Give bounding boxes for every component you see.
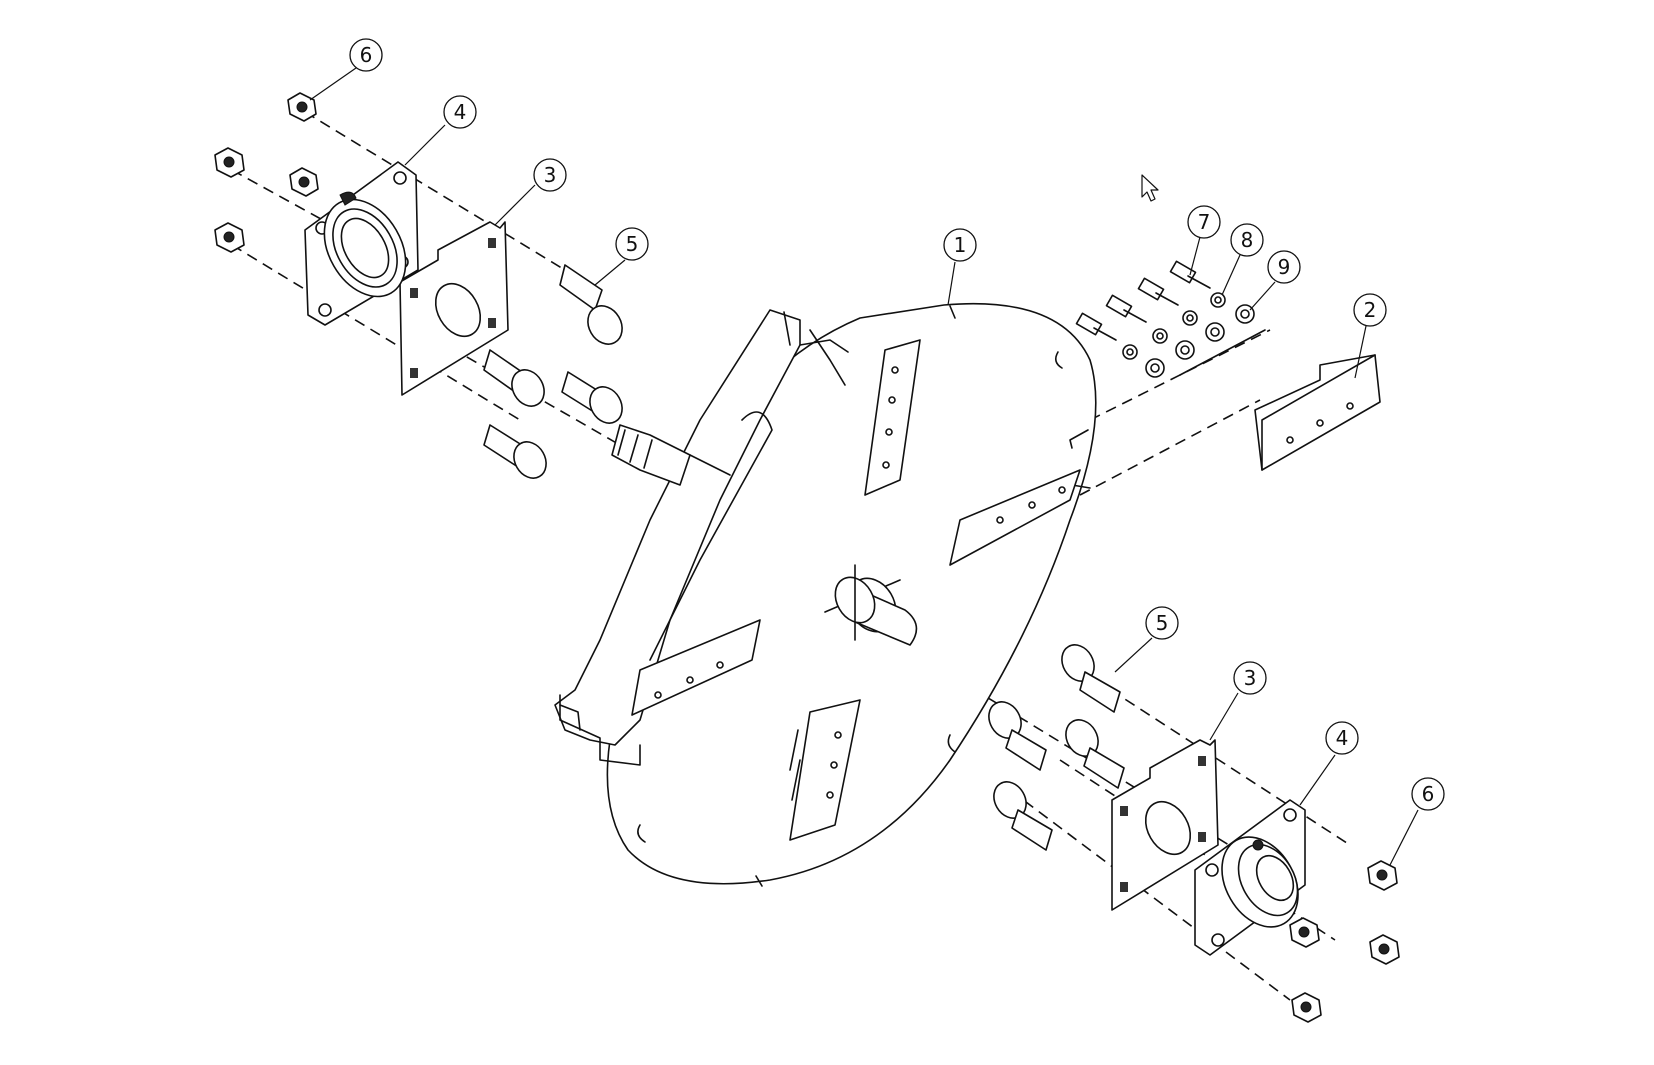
blade-bracket-bottom xyxy=(789,699,861,841)
svg-text:3: 3 xyxy=(544,163,557,187)
nut-top-b xyxy=(214,147,245,178)
spline-shaft xyxy=(611,424,731,486)
flange-bearing-bottom xyxy=(1194,799,1306,956)
svg-text:9: 9 xyxy=(1278,255,1291,279)
mouse-pointer-icon xyxy=(1141,174,1159,202)
svg-text:5: 5 xyxy=(626,232,639,256)
nut-bottom-b xyxy=(1289,917,1320,948)
blade-bracket-right xyxy=(949,469,1081,566)
balloon-3-top: 3 xyxy=(533,158,567,192)
blade-bolt-3 xyxy=(1137,277,1179,306)
blade-bolt-2 xyxy=(1105,294,1147,323)
mounting-plate-top xyxy=(399,221,509,396)
svg-text:7: 7 xyxy=(1198,210,1211,234)
bolt-group-bottom xyxy=(988,644,1125,851)
svg-text:1: 1 xyxy=(954,233,967,257)
nut-bottom-c xyxy=(1369,934,1400,965)
nut-top-c xyxy=(289,167,319,197)
balloon-6-top: 6 xyxy=(349,38,383,72)
blade-bolt-1 xyxy=(1075,312,1117,341)
bolt-top-a xyxy=(559,264,623,345)
svg-text:6: 6 xyxy=(1422,782,1435,806)
blade-lock-washers xyxy=(1145,304,1255,378)
bolt-top-b xyxy=(483,349,545,407)
nut-top-a xyxy=(287,92,317,122)
svg-text:2: 2 xyxy=(1364,298,1377,322)
svg-text:3: 3 xyxy=(1244,666,1257,690)
bolt-bottom-d xyxy=(993,781,1053,851)
balloon-7: 7 xyxy=(1187,205,1221,239)
blade-bracket-top xyxy=(864,339,921,496)
svg-text:8: 8 xyxy=(1241,228,1254,252)
nut-group-bottom xyxy=(1289,860,1400,1023)
nut-group-top xyxy=(214,92,319,253)
balloon-5-bottom: 5 xyxy=(1145,606,1179,640)
balloon-8: 8 xyxy=(1230,223,1264,257)
bolt-top-c xyxy=(561,371,623,424)
balloon-9: 9 xyxy=(1267,250,1301,284)
bolt-bottom-c xyxy=(1065,719,1125,789)
bolt-bottom-a xyxy=(1061,644,1121,713)
svg-text:6: 6 xyxy=(360,43,373,67)
svg-text:5: 5 xyxy=(1156,611,1169,635)
bolt-group-top xyxy=(483,264,623,479)
svg-text:4: 4 xyxy=(1336,726,1349,750)
balloon-5-top: 5 xyxy=(615,227,649,261)
svg-text:4: 4 xyxy=(454,100,467,124)
blade xyxy=(1254,354,1381,471)
bolt-top-d xyxy=(483,424,547,479)
nut-top-d xyxy=(214,222,245,253)
balloon-6-bottom: 6 xyxy=(1411,777,1445,811)
rotor-disc xyxy=(554,302,1097,887)
blade-bracket-left xyxy=(631,619,761,716)
nut-bottom-d xyxy=(1291,992,1322,1023)
balloon-2: 2 xyxy=(1353,293,1387,327)
blade-bolt-4 xyxy=(1169,260,1211,289)
blade-washers xyxy=(1122,292,1226,360)
mounting-plate-bottom xyxy=(1111,739,1219,911)
blade-bolts xyxy=(1075,260,1211,341)
balloon-3-bottom: 3 xyxy=(1233,661,1267,695)
callouts: 6 4 3 5 1 7 8 9 2 xyxy=(309,38,1445,866)
bolt-bottom-b xyxy=(988,701,1047,771)
balloon-4-bottom: 4 xyxy=(1325,721,1359,755)
balloon-4-top: 4 xyxy=(443,95,477,129)
flange-bearing-top xyxy=(304,161,419,326)
balloon-1: 1 xyxy=(943,228,977,262)
nut-bottom-a xyxy=(1367,860,1398,891)
